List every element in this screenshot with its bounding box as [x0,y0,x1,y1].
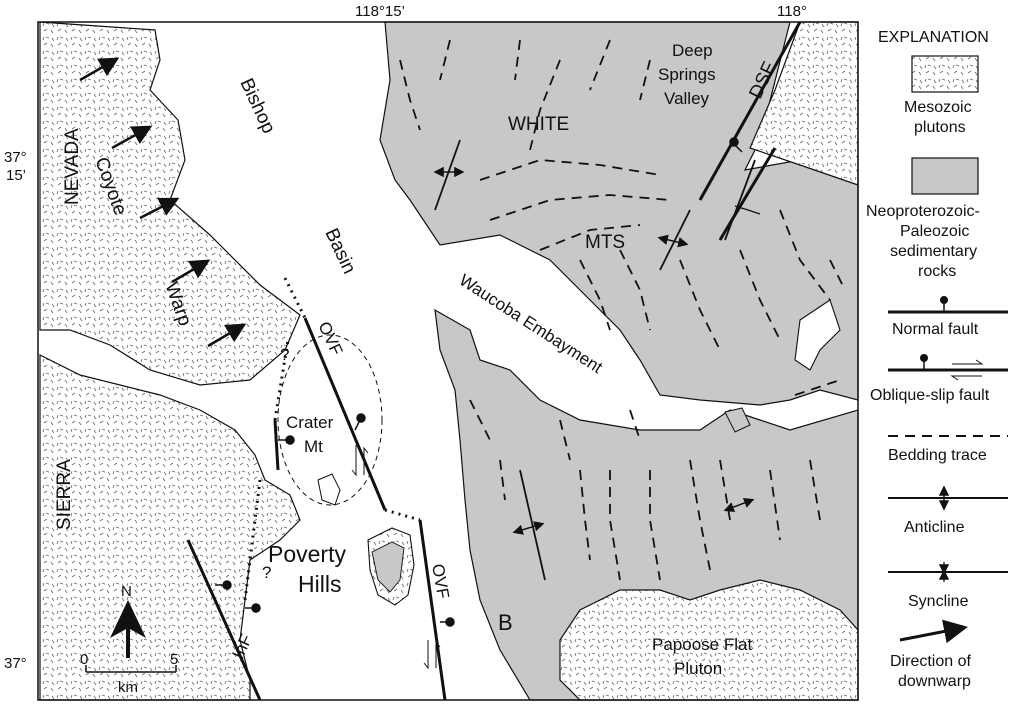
legend-syncline: Syncline [908,593,969,610]
fault-mts-inner [718,147,777,241]
coord-left-upper-2: 15’ [6,167,26,184]
label-deep: Deep [672,41,713,60]
sedimentary-white-mts [379,21,859,406]
scale-five: 5 [170,651,178,668]
fold-arrows [433,166,761,535]
label-poverty: Poverty [268,541,346,567]
island-crater [317,473,341,506]
scale-unit: km [118,679,138,696]
label-hills: Hills [298,571,341,597]
label-mts: MTS [585,232,625,253]
label-sierra: SIERRA [54,459,75,530]
map-area [37,21,859,701]
downwarp-arrow [139,197,180,220]
label-valley: Valley [664,89,710,108]
fault-ovf-north [303,317,387,511]
legend-anticline: Anticline [904,519,965,536]
legend-downwarp-icon [899,619,968,644]
label-springs: Springs [658,65,716,84]
downwarp-arrows [79,57,247,348]
map-frame [37,21,859,701]
label-question-1: ? [280,345,289,364]
legend-swatch-sedimentary [911,157,979,195]
downwarp-arrow [79,57,120,82]
pluton-small-inner [371,541,405,593]
label-nevada: NEVADA [62,128,83,205]
coord-left-upper-1: 37° [4,149,27,166]
island-east [724,407,751,433]
label-pluton: Pluton [674,659,722,678]
legend-sed-1: Neoproterozoic- [866,203,980,220]
faults [186,21,802,701]
downwarp-arrow [171,259,211,284]
legend-downwarp-1: Direction of [890,653,971,670]
legend-sed-4: rocks [918,263,956,280]
coord-top-left: 118°15’ [355,3,405,20]
label-b: B [498,610,513,635]
label-white: WHITE [508,114,569,135]
legend-title: EXPLANATION [878,29,989,46]
label-papoose: Papoose Flat [652,635,752,654]
legend-downwarp-2: downwarp [898,673,971,690]
label-crater-mt: Mt [304,437,323,456]
fault-dsf [698,21,802,201]
legend-sed-2: Paleozoic [900,223,969,240]
scale-and-north: N 0 5 km [80,583,178,696]
pluton-sierra [39,354,301,701]
label-crater: Crater [286,413,334,432]
fault-ticks [215,137,743,627]
bedding-traces [399,39,846,581]
north-arrow-icon [110,600,146,638]
fault-dotted [243,277,421,601]
crater-mt-outline [277,334,383,506]
oblique-slip-markers [351,445,441,670]
fault-inf [186,539,262,701]
north-label: N [121,583,132,600]
scale-zero: 0 [80,651,88,668]
fault-ovf-south [418,519,447,701]
legend-normal: Normal fault [892,321,979,338]
coordinate-labels: 118°15’ 118° 37° 15’ 37° [4,3,807,672]
legend-oblique: Oblique-slip fault [870,387,990,404]
coord-left-lower: 37° [4,655,27,672]
legend-sed-3: sedimentary [890,243,977,260]
label-question-2: ? [262,563,271,582]
fault-crater-west [273,419,280,471]
downwarp-arrow [207,323,247,348]
legend-swatch-plutons [911,55,979,93]
downwarp-arrow [111,125,153,150]
coord-top-right: 118° [777,3,807,20]
fold-axes [434,139,756,581]
legend-plutons-1: Mesozoic [904,99,972,116]
legend-plutons-2: plutons [914,119,966,136]
legend-bedding: Bedding trace [888,447,987,464]
legend: EXPLANATION Mesozoic plutons Neoproteroz… [866,29,1008,690]
